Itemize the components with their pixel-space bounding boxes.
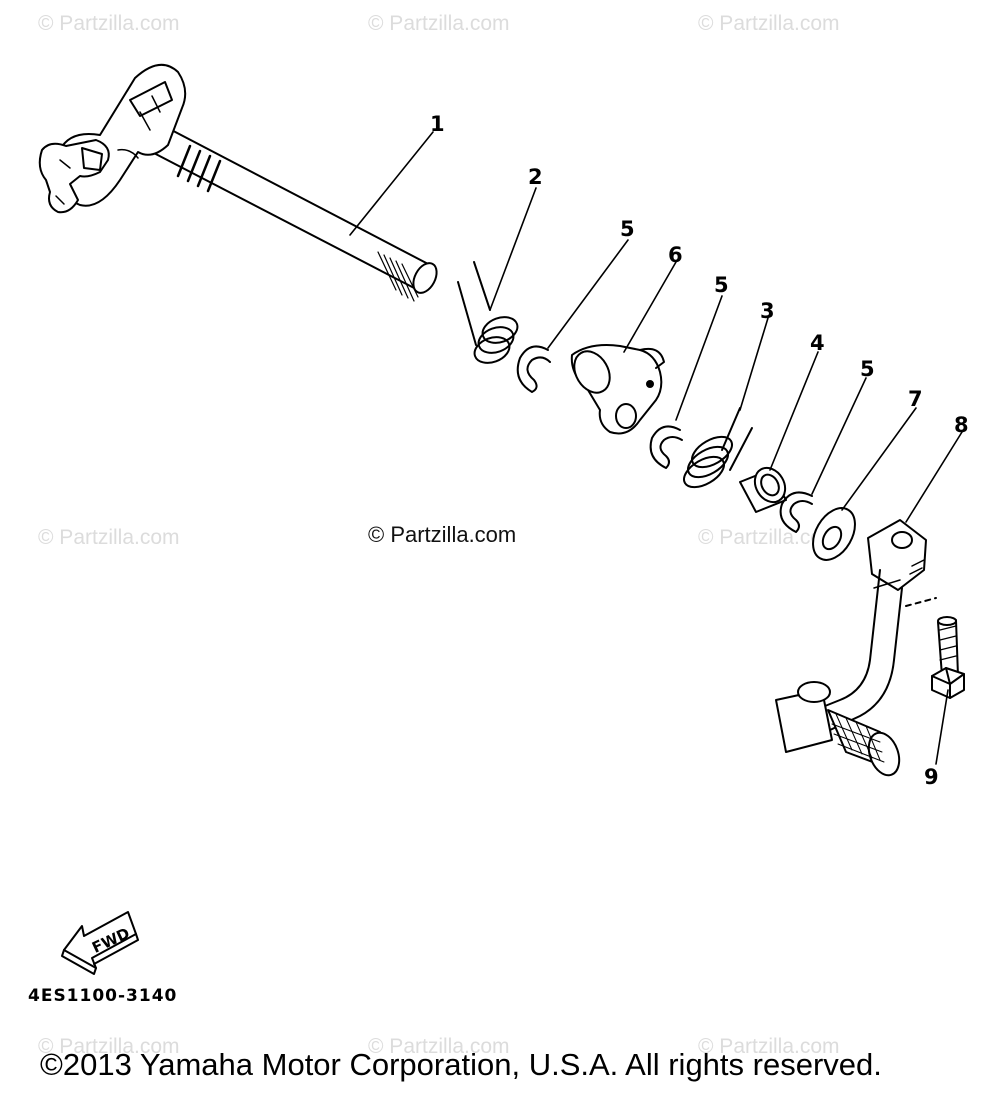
callout-5a: 5 <box>620 217 635 241</box>
watermark-mid-right: © Partzilla.com <box>698 526 840 549</box>
shift-shaft-part-1[interactable] <box>38 63 442 302</box>
watermark-bottom-left: © Partzilla.com <box>38 1035 180 1058</box>
copyright-text: ©2013 Yamaha Motor Corporation, U.S.A. A… <box>40 1047 882 1082</box>
segment-part-6[interactable] <box>567 344 665 435</box>
watermark-top-center: © Partzilla.com <box>368 12 510 35</box>
watermark-bottom-right: © Partzilla.com <box>698 1035 840 1058</box>
leader-lines <box>349 131 963 765</box>
spring-part-3[interactable] <box>679 407 753 493</box>
callout-5c: 5 <box>860 357 875 381</box>
callout-4: 4 <box>810 331 825 355</box>
callout-6: 6 <box>668 243 683 267</box>
callout-labels: 1 2 5 6 5 3 4 5 7 8 9 <box>430 112 969 789</box>
circlip-part-5a[interactable] <box>516 345 551 393</box>
diagram-code: 4ES1100-3140 <box>28 986 178 1006</box>
fwd-arrow-icon: FWD <box>61 911 139 975</box>
callout-1: 1 <box>430 112 445 136</box>
bolt-part-9[interactable] <box>931 616 965 699</box>
washer-part-7[interactable] <box>804 501 863 567</box>
callout-3: 3 <box>760 299 775 323</box>
watermark-top-left: © Partzilla.com <box>38 12 180 35</box>
shift-pedal-part-8[interactable] <box>775 519 937 779</box>
callout-2: 2 <box>528 165 543 189</box>
callout-5b: 5 <box>714 273 729 297</box>
callout-7: 7 <box>908 387 923 411</box>
center-watermark: © Partzilla.com <box>368 522 517 547</box>
collar-part-4[interactable] <box>739 462 791 513</box>
circlip-part-5c[interactable] <box>779 491 813 533</box>
circlip-part-5b[interactable] <box>649 425 683 469</box>
return-spring-part-2[interactable] <box>457 261 521 367</box>
watermark-mid-left: © Partzilla.com <box>38 526 180 549</box>
callout-8: 8 <box>954 413 969 437</box>
callout-9: 9 <box>924 765 939 789</box>
watermark-top-right: © Partzilla.com <box>698 12 840 35</box>
watermark-bottom-center: © Partzilla.com <box>368 1035 510 1058</box>
